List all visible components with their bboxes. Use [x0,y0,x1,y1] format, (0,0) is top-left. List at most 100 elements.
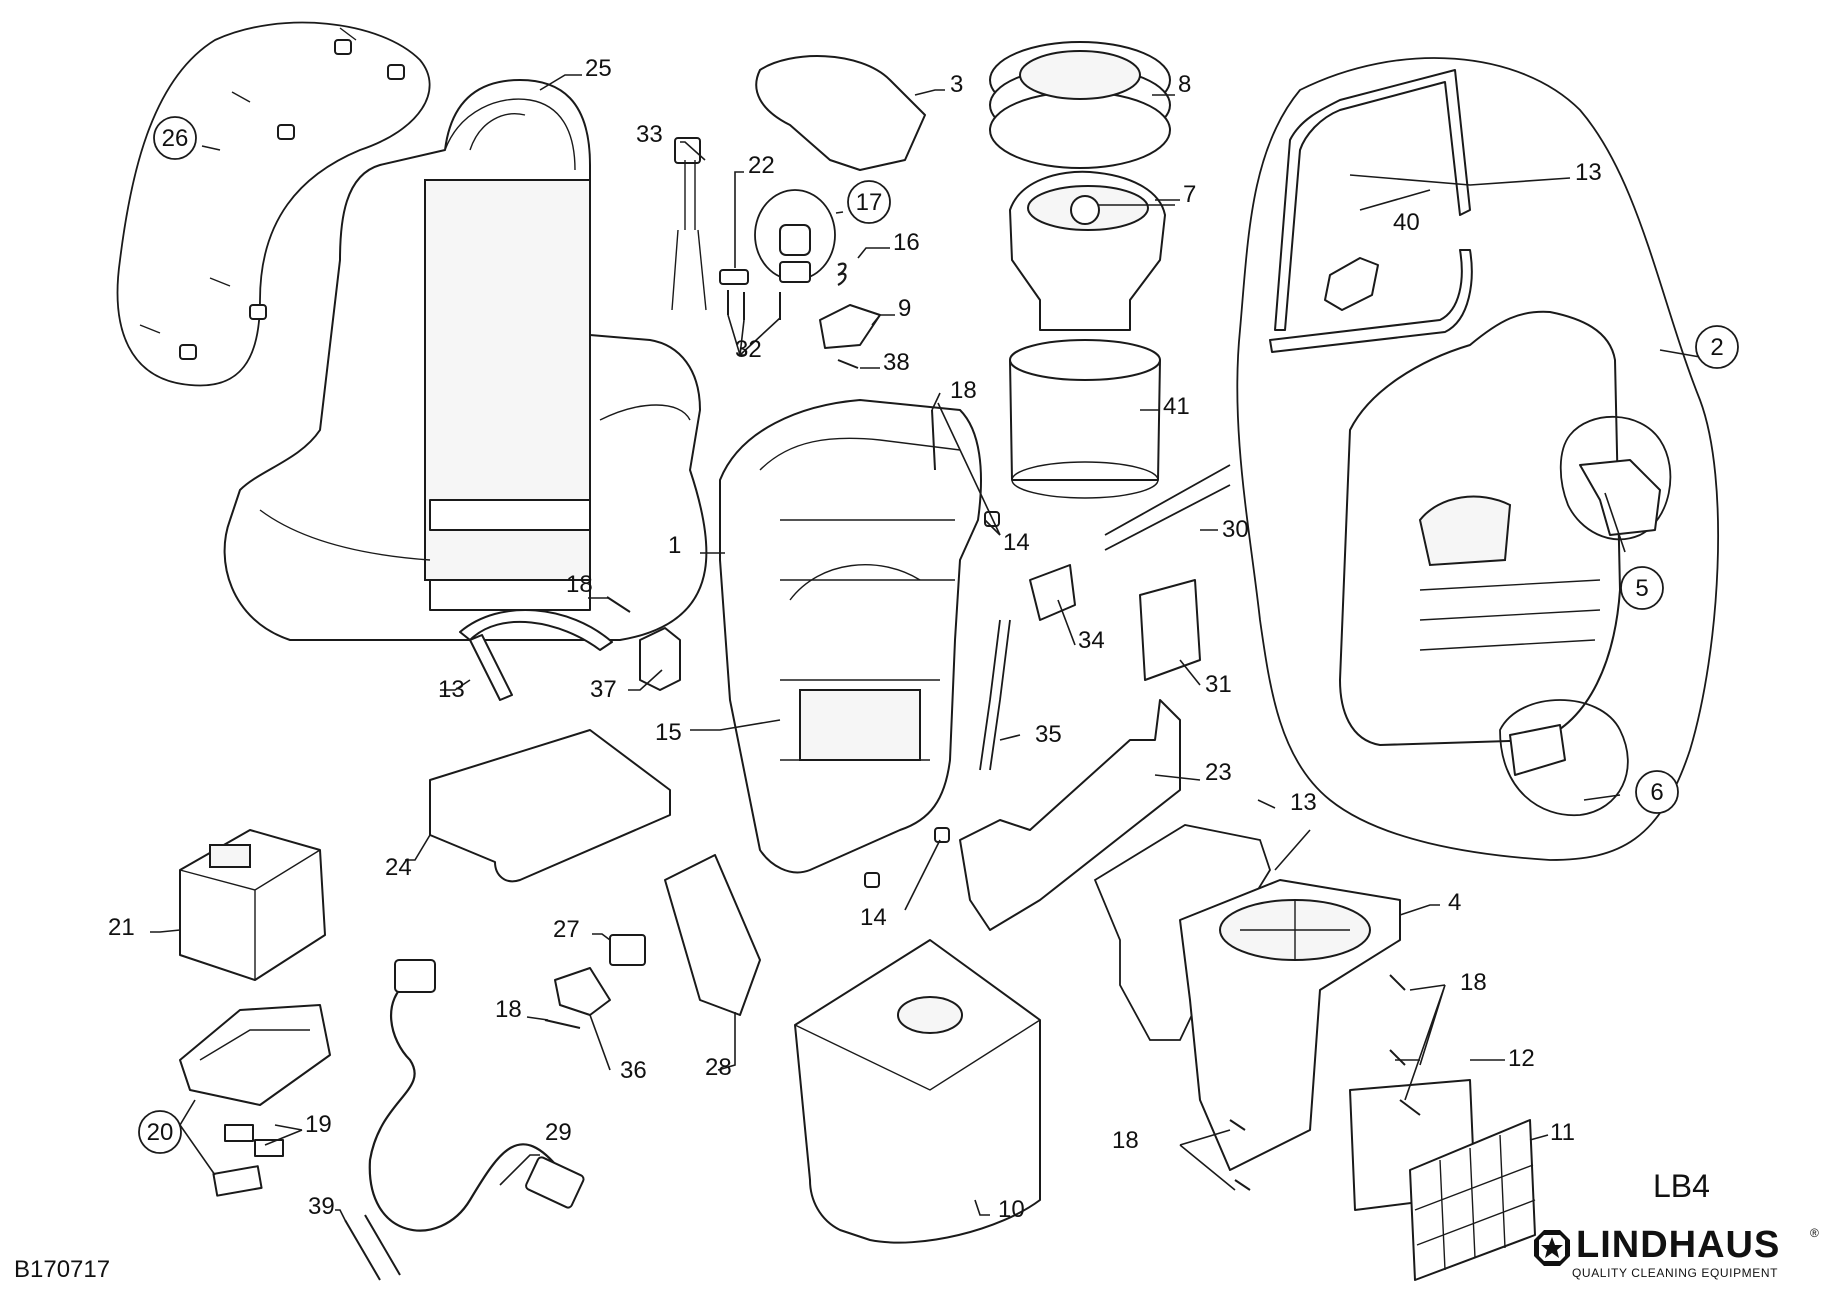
part-31-control-board [1139,579,1201,681]
callout-label: 9 [898,295,911,322]
callout-label: 31 [1205,671,1232,698]
callout-39: 39 [308,1193,335,1220]
part-25-backpack-harness [223,79,708,641]
part-7-vacuum-motor [1009,170,1166,331]
callout-label: 18 [1112,1127,1139,1154]
callout-label: 3 [950,71,963,98]
callout-label: 1 [668,532,681,559]
part-22-terminal [719,269,749,285]
callout-29: 29 [545,1119,572,1146]
part-36-clamp [554,967,611,1016]
part-5-hinge-clip-group [1559,415,1672,541]
callout-3: 3 [950,71,963,98]
callout-11: 11 [1550,1119,1575,1146]
callout-30: 30 [1222,516,1249,543]
callout-15: 15 [655,719,682,746]
callout-circle [1620,566,1664,610]
part-24-foam-pad [429,729,671,883]
callout-label: 18 [1460,969,1487,996]
part-13-hose-seal-left [459,609,613,701]
callout-28: 28 [705,1054,732,1081]
callout-40: 40 [1393,209,1420,236]
part-1-main-housing [719,399,982,874]
callout-label: 36 [620,1057,647,1084]
callout-label: 6 [1650,779,1663,806]
part-32-screws [727,290,781,320]
callout-label: 10 [998,1196,1025,1223]
callout-7: 7 [1183,181,1196,208]
callout-circle [153,116,197,160]
part-39-cable-tie [344,1214,401,1281]
callout-4: 4 [1448,889,1461,916]
callout-label: 13 [1575,159,1602,186]
callout-label: 2 [1710,334,1723,361]
callout-27: 27 [553,916,580,943]
callout-label: 33 [636,121,663,148]
callout-label: 20 [147,1119,174,1146]
callout-label: 14 [1003,529,1030,556]
callout-19: 19 [305,1111,332,1138]
callout-21: 21 [108,914,135,941]
callout-label: 13 [1290,789,1317,816]
callout-37: 37 [590,676,617,703]
part-3-intake-cover [755,55,926,171]
callout-label: 34 [1078,627,1105,654]
callout-label: 21 [108,914,135,941]
brand-logo: LINDHAUS ® QUALITY CLEANING EQUIPMENT [1532,1224,1822,1288]
part-30-wire-harness [1104,464,1231,551]
callout-label: 5 [1635,575,1648,602]
callout-2: 2 [1695,325,1739,369]
callout-circle [1695,325,1739,369]
callout-14: 14 [1003,529,1030,556]
callout-38: 38 [883,349,910,376]
part-17-spring-button [754,189,836,283]
brand-tagline: QUALITY CLEANING EQUIPMENT [1572,1266,1779,1280]
callout-22: 22 [748,152,775,179]
callout-label: 38 [883,349,910,376]
callout-label: 35 [1035,721,1062,748]
brand-registered-mark: ® [1810,1226,1819,1240]
part-41-motor-sleeve [1009,339,1161,499]
callout-label: 26 [162,125,189,152]
part-37-bracket [639,627,681,691]
callout-label: 15 [655,719,682,746]
callout-label: 18 [495,996,522,1023]
callout-13: 13 [1290,789,1317,816]
part-29-power-cord [368,959,585,1232]
part-35-cable-connector [979,619,1011,771]
callout-8: 8 [1178,71,1191,98]
part-21-battery-pack [179,829,326,981]
callout-label: 23 [1205,759,1232,786]
part-28-switch-panel [664,854,761,1016]
part-34-rocker-switch [1029,564,1076,621]
part-4-filter-housing [1179,879,1401,1171]
part-33-wire-connector [671,137,707,311]
model-name: LB4 [1653,1168,1710,1204]
part-27-switch [609,934,646,966]
part-38-screw [837,359,859,369]
brand-name: LINDHAUS [1576,1224,1781,1266]
callout-13: 13 [438,676,465,703]
callout-25: 25 [585,55,612,82]
part-11-exhaust-grille [1409,1119,1536,1281]
callout-34: 34 [1078,627,1105,654]
callout-label: 14 [860,904,887,931]
callout-14: 14 [860,904,887,931]
callout-35: 35 [1035,721,1062,748]
callout-32: 32 [735,336,762,363]
callout-41: 41 [1163,393,1190,420]
callout-33: 33 [636,121,663,148]
part-26-mounting-hardware [116,21,431,387]
callout-label: 25 [585,55,612,82]
part-6-latch-spring-group [1499,699,1629,817]
callout-20: 20 [138,1110,182,1154]
callout-31: 31 [1205,671,1232,698]
callout-label: 19 [305,1111,332,1138]
callout-label: 18 [566,571,593,598]
callout-36: 36 [620,1057,647,1084]
callout-12: 12 [1508,1045,1535,1072]
callout-label: 7 [1183,181,1196,208]
part-18-screws [544,409,1421,1191]
callout-5: 5 [1620,566,1664,610]
